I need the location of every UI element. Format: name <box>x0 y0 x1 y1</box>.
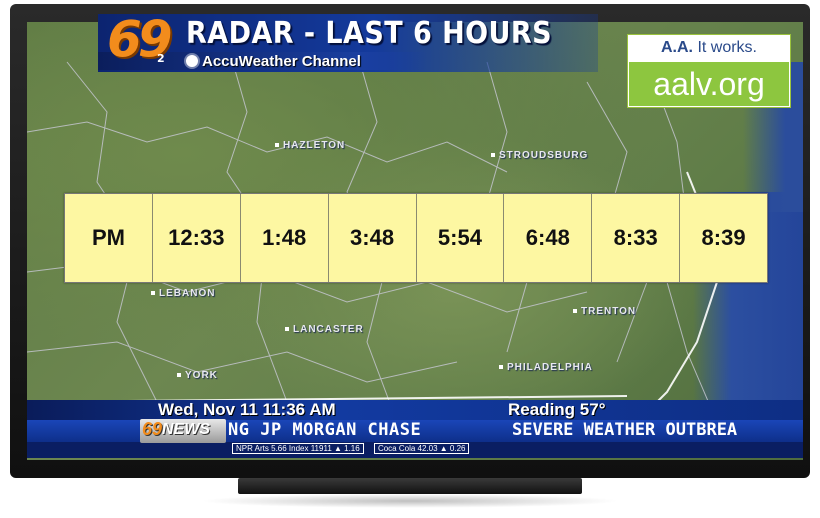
time-cell: 1:48 <box>240 194 329 282</box>
news-badge-number: 69 <box>142 419 163 439</box>
channel-bar <box>98 52 428 70</box>
ad-url[interactable]: aalv.org <box>629 62 789 106</box>
city-label: STROUDSBURG <box>491 150 588 161</box>
news-badge: 69 NEWS <box>140 419 226 443</box>
sun-icon <box>186 55 198 67</box>
stock-item: NPR Arts 5.66 Index 11911 ▲ 1.16 <box>232 443 364 454</box>
time-cell: 6:48 <box>504 194 593 282</box>
station-logo: 69 2 <box>103 10 173 70</box>
city-label: TRENTON <box>573 306 636 317</box>
times-bar: PM 12:33 1:48 3:48 5:54 6:48 8:33 8:39 <box>64 193 768 283</box>
city-label: PHILADELPHIA <box>499 362 593 373</box>
ad-tagline: A.A. It works. <box>628 35 790 61</box>
stock-ticker-bar <box>27 442 803 458</box>
ad-brand: A.A. <box>660 39 693 56</box>
channel-label: AccuWeather Channel <box>202 53 361 70</box>
station-logo-number: 69 <box>107 10 173 68</box>
tv-stand <box>238 478 582 494</box>
stock-item: Coca Cola 42.03 ▲ 0.26 <box>373 443 470 454</box>
aa-advertisement[interactable]: A.A. It works. aalv.org <box>627 34 791 108</box>
city-label: LANCASTER <box>285 324 364 335</box>
location-temperature: Reading 57° <box>508 400 606 419</box>
station-logo-subscript: 2 <box>157 52 165 65</box>
time-cell: 5:54 <box>416 194 505 282</box>
time-cell: 8:33 <box>592 194 681 282</box>
radar-title: RADAR - LAST 6 HOURS <box>186 16 553 51</box>
date-time: Wed, Nov 11 11:36 AM <box>158 400 336 419</box>
headline-left: NG JP MORGAN CHASE <box>228 420 422 440</box>
stock-ticker: NPR Arts 5.66 Index 11911 ▲ 1.16 Coca Co… <box>232 443 752 455</box>
time-cell: 12:33 <box>152 194 241 282</box>
time-cell: 8:39 <box>680 194 767 282</box>
tv-stand-shadow <box>200 494 620 508</box>
time-cell-pm: PM <box>65 194 153 282</box>
ad-tagline-text: It works. <box>697 39 757 56</box>
time-cell: 3:48 <box>328 194 417 282</box>
headline-right: SEVERE WEATHER OUTBREA <box>512 420 738 440</box>
news-badge-label: NEWS <box>162 421 210 438</box>
weather-info-bar <box>27 400 803 420</box>
city-label: HAZLETON <box>275 140 345 151</box>
city-label: YORK <box>177 370 218 381</box>
city-label: LEBANON <box>151 288 215 299</box>
channel-name: AccuWeather Channel <box>186 53 361 70</box>
